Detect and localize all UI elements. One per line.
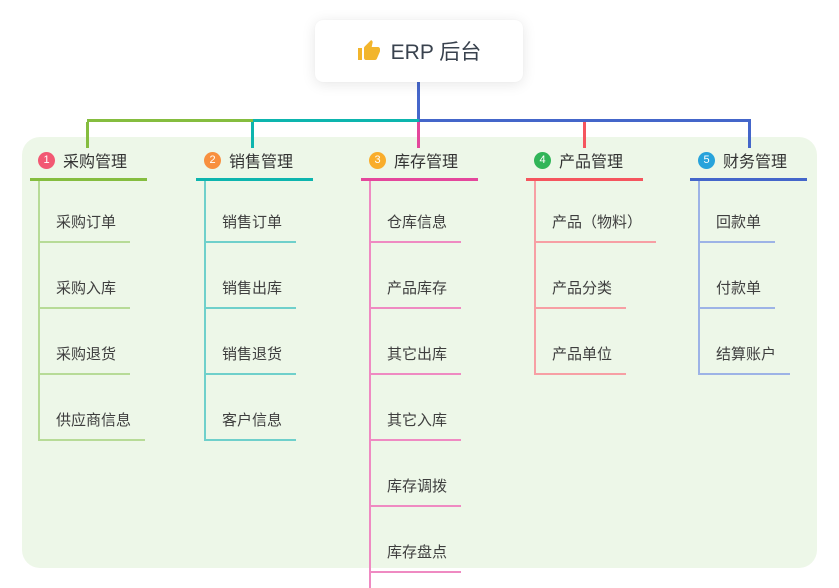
mindmap-child-node[interactable]: 其它出库: [371, 309, 462, 375]
connector-bus-mid: [253, 119, 419, 122]
branch-header[interactable]: 2 销售管理: [196, 148, 313, 181]
mindmap-panel: [22, 137, 817, 568]
mindmap-child-node[interactable]: 客户信息: [206, 375, 297, 441]
branch-label: 采购管理: [63, 154, 128, 171]
branch-header[interactable]: 4 产品管理: [526, 148, 643, 181]
mindmap-child-node[interactable]: 结算账户: [700, 309, 791, 375]
branch-header[interactable]: 1 采购管理: [30, 148, 147, 181]
branch-children: 仓库信息产品库存其它出库其它入库库存调拨库存盘点出库库明细: [369, 181, 478, 588]
root-label: ERP 后台: [390, 41, 482, 64]
mindmap-child-node[interactable]: 供应商信息: [40, 375, 146, 441]
branch-number-badge: 5: [698, 151, 715, 169]
mindmap-branch: 1 采购管理 采购订单采购入库采购退货供应商信息: [30, 148, 147, 441]
mindmap-child-node[interactable]: 付款单: [700, 243, 776, 309]
branch-number-badge: 3: [369, 151, 386, 169]
mindmap-child-node[interactable]: 销售退货: [206, 309, 297, 375]
branch-children: 采购订单采购入库采购退货供应商信息: [38, 181, 147, 441]
mindmap-child-node[interactable]: 销售订单: [206, 181, 297, 243]
branch-label: 财务管理: [723, 154, 788, 171]
branch-children: 产品（物料）产品分类产品单位: [534, 181, 657, 375]
mindmap-child-node[interactable]: 回款单: [700, 181, 776, 243]
branch-drop-line-2: [251, 122, 254, 148]
root-connector-line: [417, 82, 420, 119]
branch-label: 库存管理: [394, 154, 459, 171]
mindmap-branch: 4 产品管理 产品（物料）产品分类产品单位: [526, 148, 657, 375]
mindmap-child-node[interactable]: 其它入库: [371, 375, 462, 441]
mindmap-child-node[interactable]: 采购入库: [40, 243, 131, 309]
mindmap-branch: 2 销售管理 销售订单销售出库销售退货客户信息: [196, 148, 313, 441]
branch-drop-line-3: [417, 122, 420, 148]
branch-drop-line-5: [748, 122, 751, 148]
mindmap-child-node[interactable]: 产品分类: [536, 243, 627, 309]
mindmap-child-node[interactable]: 产品单位: [536, 309, 627, 375]
mindmap-child-node[interactable]: 销售出库: [206, 243, 297, 309]
connector-bus-right: [419, 119, 751, 122]
mindmap-child-node[interactable]: 产品库存: [371, 243, 462, 309]
mindmap-child-node[interactable]: 采购退货: [40, 309, 131, 375]
mindmap-child-node[interactable]: 库存盘点: [371, 507, 462, 573]
branch-label: 产品管理: [559, 154, 624, 171]
branch-number-badge: 1: [38, 151, 55, 169]
branch-number-badge: 2: [204, 151, 221, 169]
mindmap-branch: 5 财务管理 回款单付款单结算账户: [690, 148, 807, 375]
branch-children: 回款单付款单结算账户: [698, 181, 807, 375]
mindmap-child-node[interactable]: 库存调拨: [371, 441, 462, 507]
branch-label: 销售管理: [229, 154, 294, 171]
branch-header[interactable]: 5 财务管理: [690, 148, 807, 181]
mindmap-child-node[interactable]: 出库库明细: [371, 573, 476, 588]
thumbs-up-icon: [357, 40, 380, 60]
branch-drop-line-1: [86, 122, 89, 148]
root-node[interactable]: ERP 后台: [315, 20, 523, 82]
connector-bus-left: [87, 119, 253, 122]
branch-number-badge: 4: [534, 151, 551, 169]
mindmap-branch: 3 库存管理 仓库信息产品库存其它出库其它入库库存调拨库存盘点出库库明细: [361, 148, 478, 588]
branch-children: 销售订单销售出库销售退货客户信息: [204, 181, 313, 441]
mindmap-child-node[interactable]: 采购订单: [40, 181, 131, 243]
mindmap-child-node[interactable]: 产品（物料）: [536, 181, 657, 243]
mindmap-child-node[interactable]: 仓库信息: [371, 181, 462, 243]
branch-header[interactable]: 3 库存管理: [361, 148, 478, 181]
branch-drop-line-4: [583, 122, 586, 148]
